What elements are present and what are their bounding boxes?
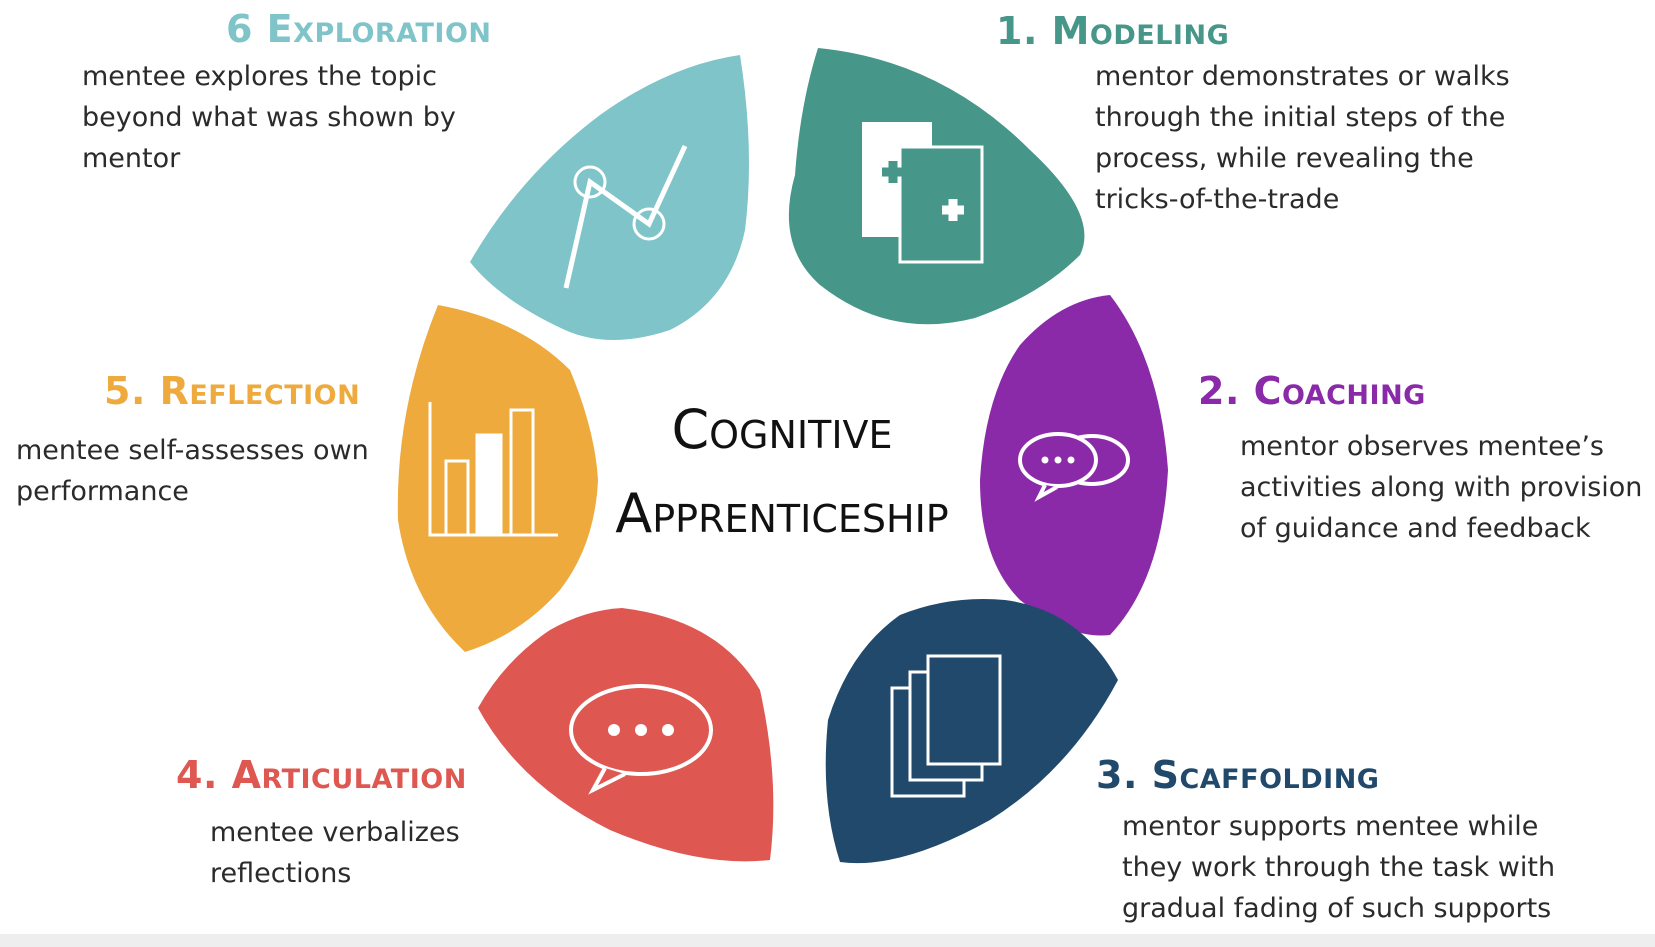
coaching-title: 2. Coaching <box>1198 369 1426 413</box>
modeling-description: mentor demonstrates or walks through the… <box>1095 61 1510 215</box>
coaching-description: mentor observes mentee’s activities alon… <box>1240 431 1643 544</box>
articulation-description: mentee verbalizes reflections <box>210 817 460 889</box>
scaffolding-title: 3. Scaffolding <box>1096 753 1380 797</box>
bar-chart-icon <box>428 402 558 537</box>
reflection-description: mentee self-assesses own performance <box>16 435 369 507</box>
diagram-title: Cognitive Apprenticeship <box>615 398 949 545</box>
coaching-petal <box>980 295 1168 636</box>
articulation-title: 4. Articulation <box>176 753 467 797</box>
exploration-title: 6 Exploration <box>226 7 492 51</box>
modeling-title: 1. Modeling <box>996 9 1230 53</box>
chat-bubbles-icon <box>1018 432 1130 502</box>
scaffolding-description: mentor supports mentee while they work t… <box>1122 811 1556 924</box>
speech-bubble-icon <box>569 684 713 795</box>
exploration-petal <box>470 55 749 340</box>
clipboard-plus-icon <box>862 122 984 264</box>
exploration-description: mentee explores the topic beyond what wa… <box>82 61 456 174</box>
articulation-petal <box>478 608 774 862</box>
bottom-edge-strip <box>0 934 1655 947</box>
reflection-title: 5. Reflection <box>104 369 361 413</box>
trend-line-icon <box>563 144 688 289</box>
stacked-pages-icon <box>890 654 1002 798</box>
scaffolding-petal <box>825 599 1118 864</box>
articulation-shape <box>478 608 774 862</box>
modeling-petal <box>788 48 1085 325</box>
reflection-petal <box>397 305 598 652</box>
